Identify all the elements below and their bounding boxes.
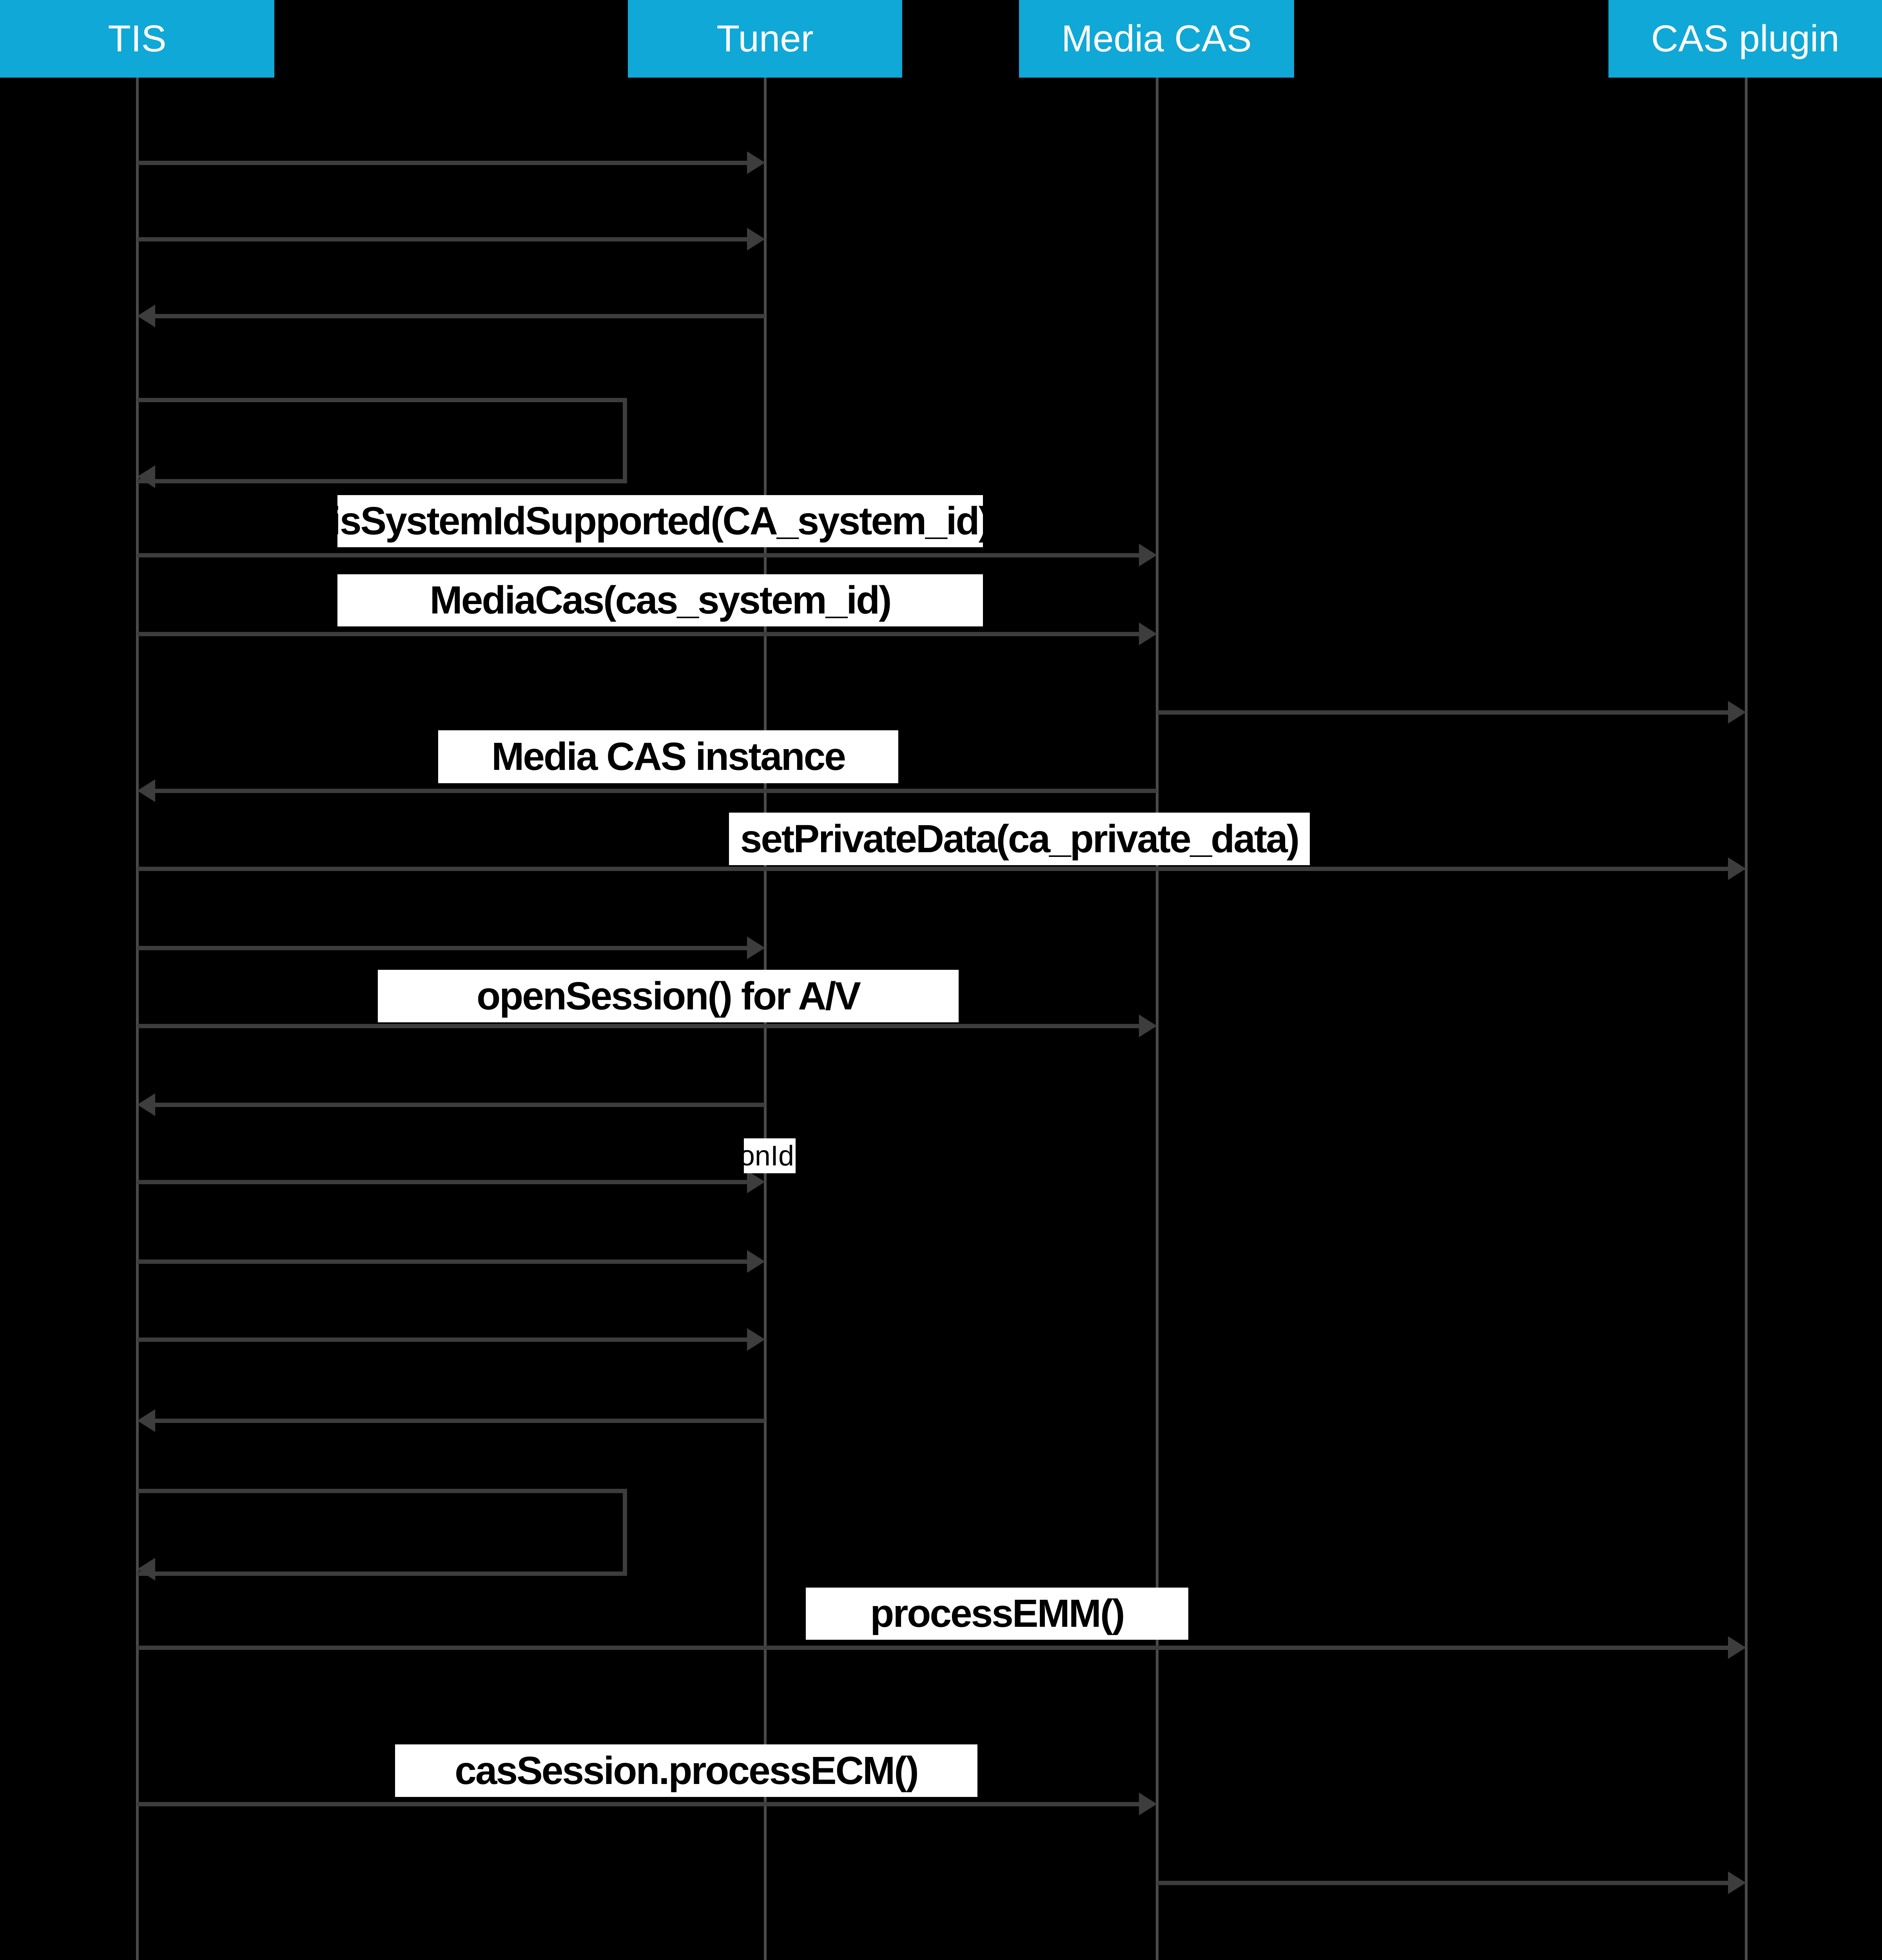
message-arrow-shaft [137, 1180, 749, 1184]
message-label-text: setPrivateData(ca_private_data) [740, 817, 1300, 861]
message-arrow-shaft [137, 632, 1141, 636]
note-onid: onId [744, 1138, 796, 1173]
message-label-text: MediaCas(cas_system_id) [430, 578, 892, 622]
message-arrow-shaft [137, 946, 749, 950]
message-arrowhead [1728, 1636, 1746, 1659]
lifeline-cas-plugin [1745, 78, 1748, 1960]
message-label-text: Media CAS instance [491, 735, 846, 779]
message-arrowhead [747, 936, 765, 959]
message-arrowhead [1139, 544, 1157, 566]
message-arrow-shaft [137, 867, 1730, 871]
actor-label-tuner: Tuner [716, 18, 814, 60]
message-arrow-shaft [1157, 710, 1730, 715]
message-arrow-shaft [153, 789, 1157, 793]
message-label-text: isSystemIdSupported(CA_system_id) [330, 499, 992, 543]
message-label: setPrivateData(ca_private_data) [729, 813, 1310, 865]
lifeline-tis [136, 78, 139, 1960]
message-label-text: processEMM() [870, 1592, 1125, 1635]
actor-label-cas-plugin: CAS plugin [1651, 18, 1840, 60]
message-arrowhead [137, 779, 155, 802]
message-arrowhead [747, 228, 765, 250]
message-arrow-shaft [153, 1419, 765, 1423]
actor-label-tis: TIS [108, 18, 167, 60]
message-arrowhead [1728, 701, 1746, 724]
message-arrow-shaft [137, 1802, 1141, 1806]
message-label: MediaCas(cas_system_id) [337, 574, 983, 626]
message-label: openSession() for A/V [378, 970, 959, 1022]
actor-header-top-tuner: Tuner [628, 0, 902, 78]
message-arrowhead [1139, 1014, 1157, 1037]
message-label: processEMM() [806, 1588, 1188, 1640]
lifeline-media-cas [1156, 78, 1159, 1960]
message-label: Media CAS instance [438, 730, 898, 783]
message-arrow-shaft [153, 314, 765, 318]
message-label-text: casSession.processECM() [455, 1748, 919, 1793]
message-arrowhead [747, 1250, 765, 1273]
self-message-arrowhead [137, 1558, 155, 1581]
message-arrowhead [1139, 622, 1157, 645]
message-arrowhead [137, 1409, 155, 1432]
message-arrow-shaft [1157, 1881, 1730, 1885]
self-message-arrowhead [137, 465, 155, 488]
actor-header-top-media-cas: Media CAS [1019, 0, 1294, 78]
actor-label-media-cas: Media CAS [1061, 18, 1252, 60]
message-arrow-shaft [137, 237, 749, 241]
self-message-loop [137, 398, 627, 483]
message-arrowhead [137, 305, 155, 327]
message-label: isSystemIdSupported(CA_system_id) [330, 495, 992, 547]
message-arrow-shaft [137, 1259, 749, 1264]
actor-header-top-cas-plugin: CAS plugin [1608, 0, 1882, 78]
self-message-loop [137, 1489, 627, 1576]
note-onid-text: onId [744, 1140, 794, 1172]
message-arrow-shaft [137, 161, 749, 165]
message-arrow-shaft [137, 1646, 1730, 1650]
message-arrow-shaft [153, 1103, 765, 1107]
message-arrowhead [1728, 857, 1746, 880]
message-arrowhead [747, 1171, 765, 1193]
message-label: casSession.processECM() [395, 1744, 977, 1797]
message-arrow-shaft [137, 1024, 1141, 1028]
message-arrowhead [747, 151, 765, 174]
message-arrowhead [137, 1093, 155, 1116]
actor-header-top-tis: TIS [0, 0, 274, 78]
message-arrow-shaft [137, 553, 1141, 557]
message-arrow-shaft [137, 1338, 749, 1342]
message-label-text: openSession() for A/V [477, 974, 861, 1018]
message-arrowhead [747, 1328, 765, 1351]
message-arrowhead [1139, 1793, 1157, 1815]
message-arrowhead [1728, 1871, 1746, 1894]
